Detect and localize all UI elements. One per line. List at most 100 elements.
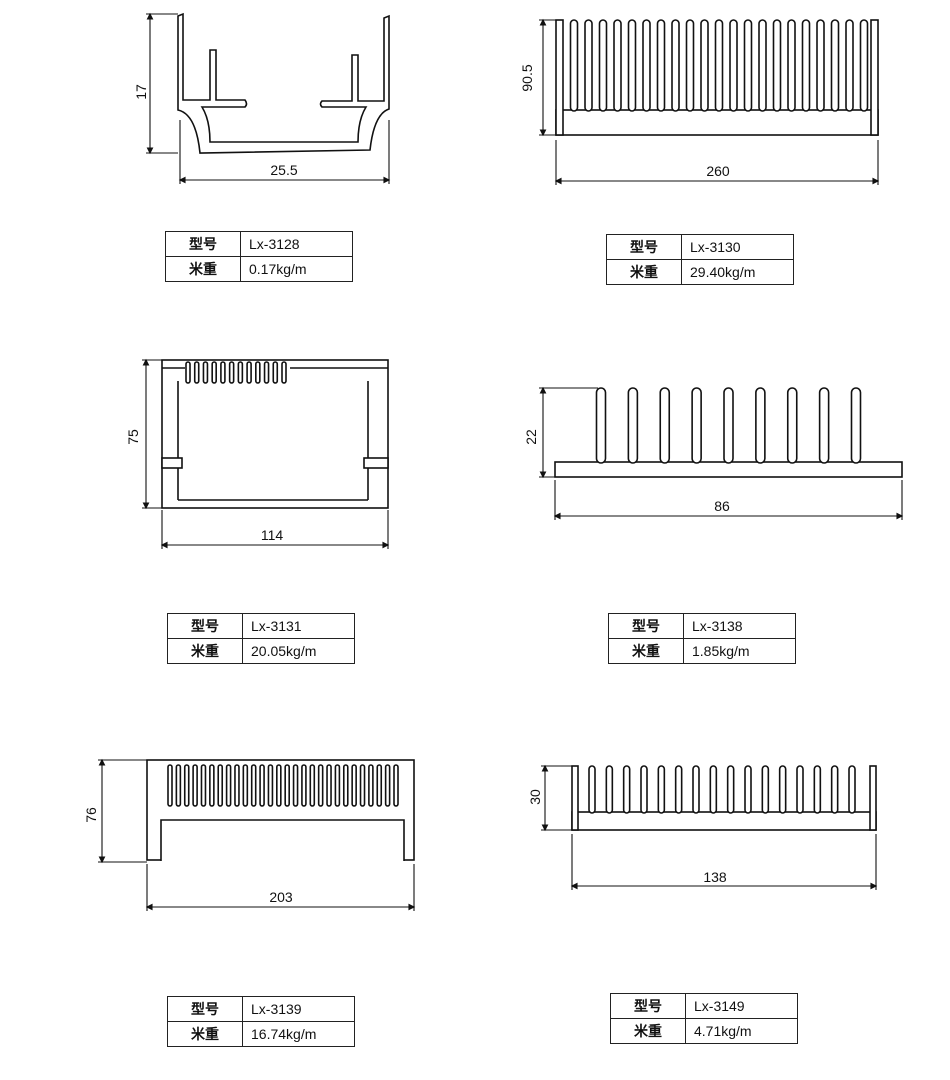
profile-wall-3149	[869, 765, 877, 831]
arrowhead	[554, 177, 562, 185]
profile-fin	[192, 764, 198, 807]
profile-fin	[309, 764, 316, 807]
model-value: Lx-3139	[242, 996, 355, 1022]
profile-shape-3128	[177, 12, 390, 154]
profile-fin	[317, 764, 324, 807]
profile-fin	[642, 19, 651, 112]
profile-wall-3149	[571, 765, 579, 831]
profile-fin	[605, 765, 614, 814]
dim-width-3131: 114	[261, 527, 284, 543]
profile-fin	[175, 764, 182, 807]
dim-height-3139: 76	[83, 807, 99, 823]
profile-fin	[284, 764, 290, 807]
profile-fin	[334, 764, 341, 807]
profile-fin	[758, 19, 767, 112]
profile-fin	[640, 765, 648, 814]
profile-fin	[237, 361, 244, 384]
profile-fin	[850, 387, 862, 464]
arrowhead	[539, 129, 547, 137]
profile-fin	[276, 764, 282, 807]
profile-fin	[848, 765, 856, 814]
profile-fin	[193, 361, 200, 384]
profile-fin	[726, 765, 735, 814]
weight-label: 米重	[165, 256, 241, 282]
profile-fin	[818, 387, 830, 464]
profile-fin	[700, 19, 709, 112]
profile-fin	[801, 19, 811, 112]
profile-fin	[723, 387, 734, 464]
profile-base-3149	[571, 811, 877, 831]
profile-fin	[167, 764, 173, 807]
profile-fin	[263, 361, 270, 384]
profile-fin	[743, 19, 753, 112]
arrowhead	[145, 903, 153, 911]
profile-fin	[729, 19, 738, 112]
profile-fin	[220, 361, 226, 384]
dim-height-3130: 90.5	[519, 64, 535, 91]
arrowhead	[146, 12, 154, 20]
profile-fin	[255, 361, 261, 384]
dim-width-3149: 138	[703, 869, 727, 885]
arrowhead	[541, 824, 549, 832]
weight-label: 米重	[608, 638, 684, 664]
arrowhead	[98, 758, 106, 766]
arrowhead	[570, 882, 578, 890]
profile-fin	[692, 765, 700, 814]
profile-fin	[659, 387, 671, 464]
weight-value: 16.74kg/m	[242, 1021, 355, 1047]
arrowhead	[383, 176, 391, 184]
profile-fin	[351, 764, 357, 807]
dim-width-3138: 86	[714, 498, 730, 514]
arrowhead	[539, 386, 547, 394]
weight-label: 米重	[167, 638, 243, 664]
weight-label: 米重	[606, 259, 682, 285]
weight-value: 20.05kg/m	[242, 638, 355, 664]
profile-fin	[786, 387, 798, 464]
profile-fin	[342, 764, 349, 807]
model-label: 型号	[165, 231, 241, 257]
profile-fin	[584, 19, 593, 112]
model-label: 型号	[610, 993, 686, 1019]
weight-value: 1.85kg/m	[683, 638, 796, 664]
arrowhead	[146, 147, 154, 155]
weight-value: 0.17kg/m	[240, 256, 353, 282]
profile-fin	[185, 361, 191, 384]
dim-width-3128: 25.5	[270, 162, 297, 178]
profile-base-3138	[554, 461, 903, 478]
profile-fin	[778, 765, 787, 814]
profile-fin	[211, 361, 217, 384]
profile-fin	[202, 361, 209, 384]
profile-fin	[281, 361, 287, 384]
arrowhead	[98, 856, 106, 864]
profile-fin	[234, 764, 240, 807]
profile-fin	[691, 387, 702, 464]
profile-fin	[200, 764, 207, 807]
profile-cavity-3139	[161, 820, 404, 861]
profile-fin	[209, 764, 215, 807]
profile-fin	[709, 765, 718, 814]
profile-fin	[250, 764, 257, 807]
dim-height-3149: 30	[527, 789, 543, 805]
model-value: Lx-3130	[681, 234, 794, 260]
arrowhead	[408, 903, 416, 911]
profile-fin	[393, 764, 399, 807]
model-label: 型号	[167, 613, 243, 639]
profile-wall-3130	[870, 19, 879, 136]
profile-slot-3131	[363, 457, 389, 469]
profile-fin	[267, 764, 274, 807]
profile-fin	[301, 764, 307, 807]
profile-fin	[326, 764, 332, 807]
profile-fin	[228, 361, 235, 384]
arrowhead	[142, 502, 150, 510]
profile-fin	[242, 764, 249, 807]
arrowhead	[178, 176, 186, 184]
profile-fin	[376, 764, 383, 807]
dim-width-3139: 203	[269, 889, 293, 905]
dim-height-3131: 75	[125, 429, 141, 445]
profile-fin	[292, 764, 299, 807]
